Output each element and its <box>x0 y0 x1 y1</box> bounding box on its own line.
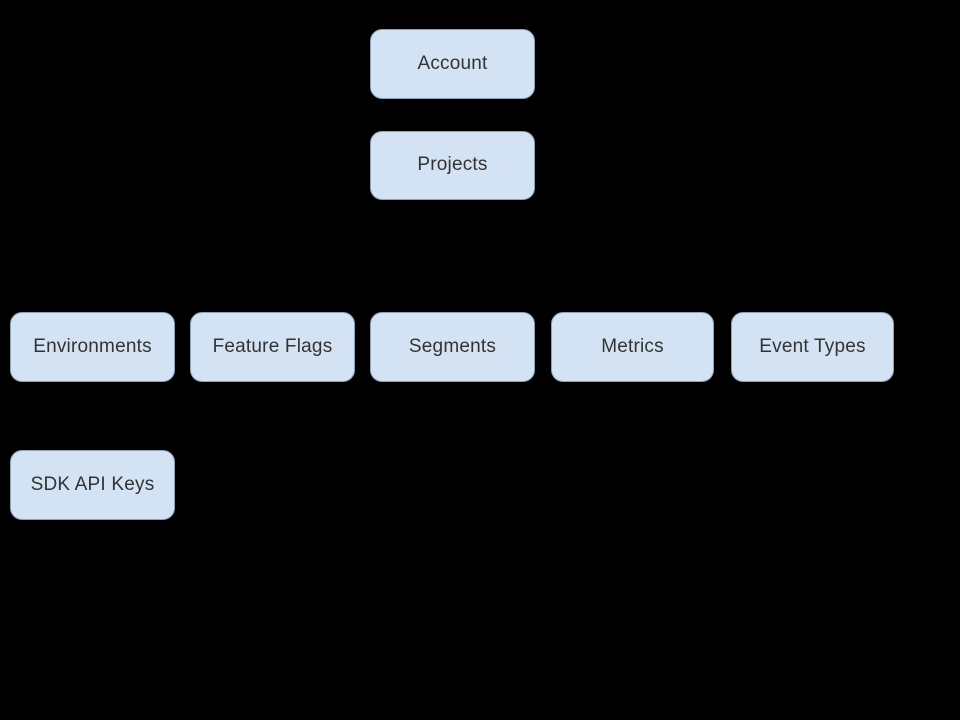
node-label: Event Types <box>759 335 866 357</box>
node-projects[interactable]: Projects <box>370 131 535 200</box>
node-feature-flags[interactable]: Feature Flags <box>190 312 355 382</box>
node-label: Environments <box>33 335 152 357</box>
node-account[interactable]: Account <box>370 29 535 99</box>
node-label: Projects <box>417 154 488 176</box>
node-label: Account <box>417 52 488 74</box>
node-label: Feature Flags <box>212 335 333 357</box>
node-segments[interactable]: Segments <box>370 312 535 382</box>
node-label: Segments <box>408 335 497 357</box>
node-label: SDK API Keys <box>30 473 155 495</box>
node-environments[interactable]: Environments <box>10 312 175 382</box>
node-label: Metrics <box>601 335 664 357</box>
node-sdk-api-keys[interactable]: SDK API Keys <box>10 450 175 520</box>
node-metrics[interactable]: Metrics <box>551 312 714 382</box>
node-event-types[interactable]: Event Types <box>731 312 894 382</box>
